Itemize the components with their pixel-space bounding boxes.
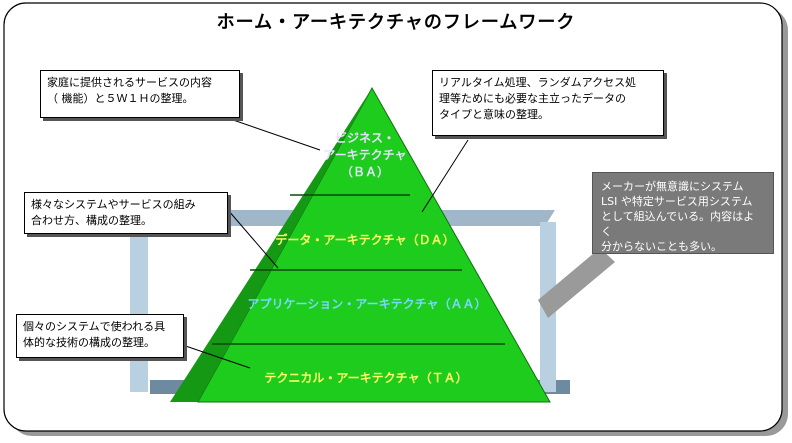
- pyramid: [170, 86, 551, 403]
- diagram-title: ホーム・アーキテクチャのフレームワーク: [216, 12, 576, 33]
- layer-label-da: データ・アーキテクチャ（ＤＡ）: [275, 233, 455, 247]
- layer-label-aa: アプリケーション・アーキテクチャ（ＡＡ）: [247, 297, 487, 311]
- layer-label-ba: ビジネス・ アーキテクチャ （ＢＡ）: [323, 131, 407, 179]
- callout-ta: 個々のシステムで使われる具 体的な技術の構成の整理。: [16, 314, 184, 358]
- maker-note: メーカーが無意識にシステム LSI や特定サービス用システム として組込んでいる…: [592, 172, 774, 254]
- note-pointer: [538, 248, 615, 318]
- callout-ba: 家庭に提供されるサービスの内容 （ 機能）と５Ｗ１Ｈの整理。: [40, 70, 240, 118]
- pointer-ba: [209, 111, 321, 151]
- callout-aa: 様々なシステムやサービスの組み 合わせ方、構成の整理。: [24, 192, 228, 234]
- layer-label-ta: テクニカル・アーキテクチャ（ＴＡ）: [264, 371, 468, 385]
- pointer-da: [421, 139, 469, 213]
- pointer-aa: [227, 209, 279, 269]
- callout-da: リアルタイム処理、ランダムアクセス処 理等ためにも必要な主立ったデータの タイプ…: [432, 70, 664, 136]
